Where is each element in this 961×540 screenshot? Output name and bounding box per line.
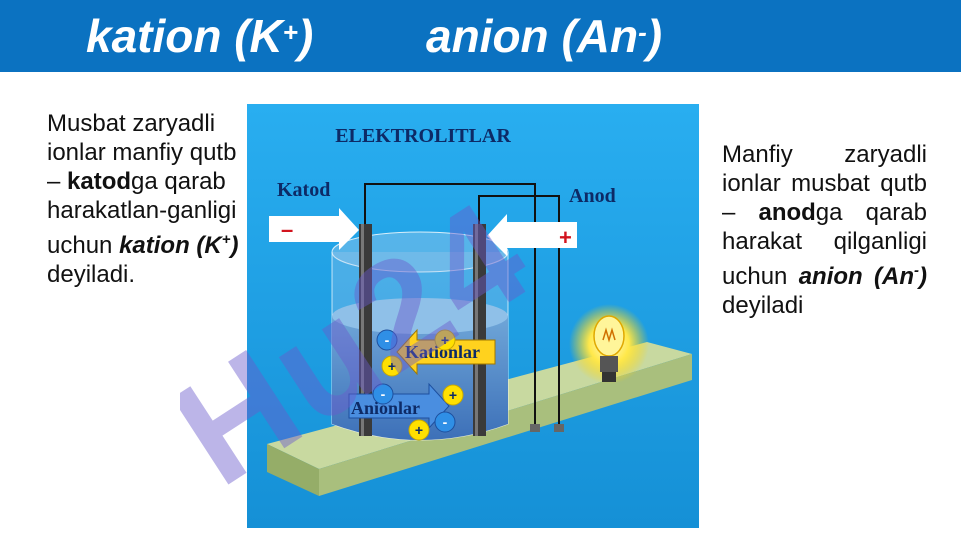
katod-arrow: [269, 208, 359, 250]
light-bulb: [593, 315, 625, 357]
anion-description: Manfiy zaryadli ionlar musbat qutb – ano…: [722, 141, 927, 319]
header-bar: [0, 0, 961, 72]
anod-arrow: [487, 214, 577, 256]
anion-ion: -: [434, 411, 456, 433]
cation-ion: +: [408, 419, 430, 441]
anod-label: Anod: [569, 185, 616, 207]
anion-ion: -: [376, 329, 398, 351]
plus-sign: +: [559, 225, 572, 250]
svg-text:+: +: [415, 422, 423, 438]
title-kation: kation (K+): [86, 10, 314, 62]
anod-electrode: [473, 224, 486, 436]
svg-text:-: -: [385, 332, 390, 348]
kation-description: Musbat zaryadli ionlar manfiy qutb – kat…: [47, 110, 239, 288]
cation-ion: +: [434, 329, 456, 351]
kationlar-arrow: [396, 328, 496, 376]
anion-ion: -: [372, 383, 394, 405]
kationlar-label: Kationlar: [405, 342, 480, 362]
svg-text:+: +: [441, 332, 449, 348]
svg-text:+: +: [449, 387, 457, 403]
electrolysis-diagram: ELEKTROLITLAR Katod Anod – + Kationlar A…: [247, 104, 699, 528]
svg-text:+: +: [388, 358, 396, 374]
minus-sign: –: [281, 217, 293, 242]
katod-label: Katod: [277, 179, 330, 201]
svg-text:-: -: [381, 386, 386, 402]
svg-text:-: -: [443, 414, 448, 430]
wire-katod: [364, 183, 536, 430]
bulb-base: [600, 356, 618, 372]
cation-ion: +: [442, 384, 464, 406]
anionlar-label: Anionlar: [351, 398, 420, 418]
cation-ion: +: [381, 355, 403, 377]
wire-anod: [478, 195, 560, 430]
title-anion: anion (An-): [426, 10, 663, 62]
diagram-title: ELEKTROLITLAR: [335, 125, 511, 147]
